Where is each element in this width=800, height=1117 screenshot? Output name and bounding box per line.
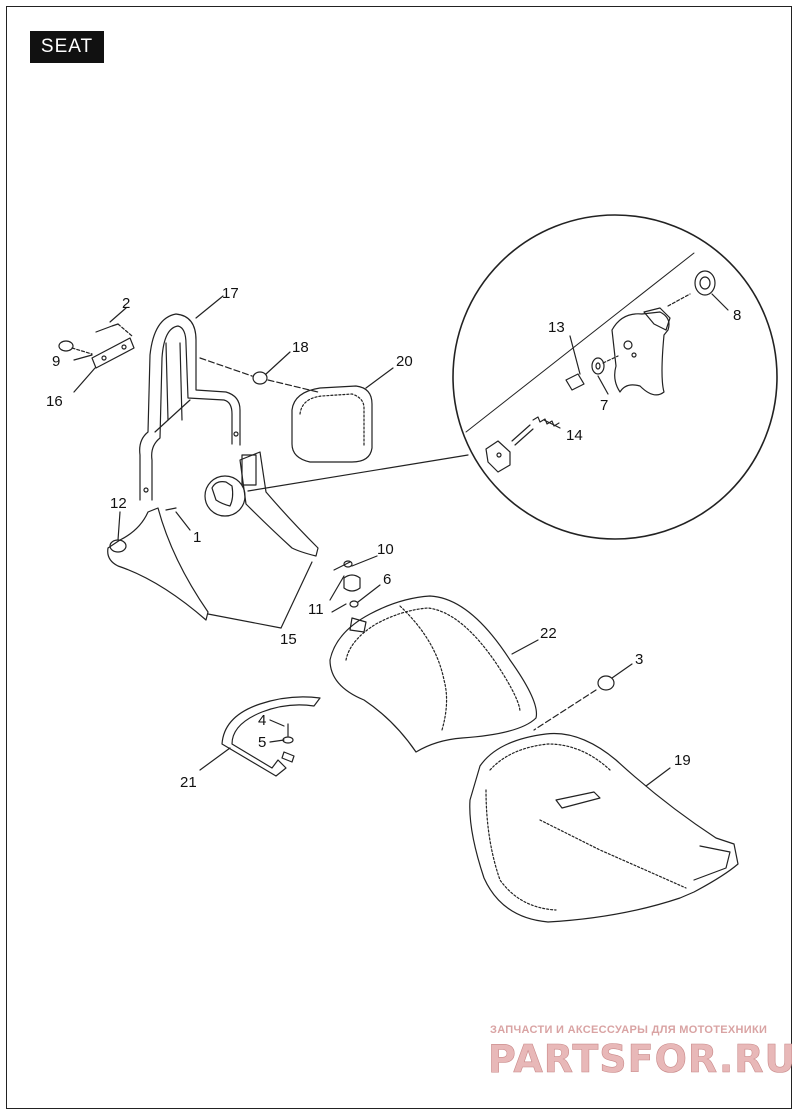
screw-1 — [165, 507, 177, 511]
detail-washer — [591, 357, 605, 375]
callout-1: 1 — [193, 529, 201, 546]
detail-bushing — [565, 373, 585, 391]
callout-6: 6 — [383, 571, 391, 588]
callout-19: 19 — [674, 752, 691, 769]
passenger-pillion — [329, 595, 538, 753]
callout-5: 5 — [258, 734, 266, 751]
grommet-11 — [343, 574, 361, 592]
callout-21: 21 — [180, 774, 197, 791]
bushing-18 — [252, 371, 268, 385]
detail-leader-line — [247, 454, 469, 492]
latch-detail-circle — [204, 475, 246, 517]
detail-latch-cam — [611, 311, 670, 396]
callout-10: 10 — [377, 541, 394, 558]
callout-11: 11 — [308, 601, 324, 618]
detail-magnifier-circle — [452, 214, 778, 540]
callout-3: 3 — [635, 651, 643, 668]
side-plate-right — [239, 451, 319, 557]
watermark-logo: PARTSFOR.RU — [488, 1037, 792, 1082]
washer-9 — [58, 340, 74, 352]
side-plate-left — [107, 507, 209, 621]
bolt-2 — [95, 323, 119, 333]
callout-9: 9 — [52, 353, 60, 370]
rider-seat — [469, 732, 739, 923]
callout-22: 22 — [540, 625, 557, 642]
detail-bracket — [485, 440, 511, 473]
callout-20: 20 — [396, 353, 413, 370]
callout-4: 4 — [258, 712, 266, 729]
watermark-logo-text: PARTSFOR.RU — [488, 1037, 792, 1081]
backrest-pad — [291, 385, 373, 463]
seat-emblem — [555, 791, 601, 809]
seat-strap — [221, 696, 321, 777]
callout-16: 16 — [46, 393, 63, 410]
side-plate-latch-bracket — [241, 454, 257, 486]
callout-17: 17 — [222, 285, 239, 302]
callout-2: 2 — [122, 295, 130, 312]
callout-18: 18 — [292, 339, 309, 356]
knob-3 — [597, 675, 615, 691]
washer-6 — [349, 600, 359, 608]
detail-screw — [667, 293, 691, 307]
mounting-bracket-16 — [91, 337, 135, 369]
detail-cut-line — [465, 252, 695, 433]
callout-7: 7 — [600, 397, 608, 414]
callout-13: 13 — [548, 319, 565, 336]
watermark-tagline: ЗАПЧАСТИ И АКСЕССУАРЫ ДЛЯ МОТОТЕХНИКИ — [490, 1024, 768, 1036]
section-title: SEAT — [30, 31, 104, 63]
detail-washer-8 — [694, 270, 716, 296]
callout-14: 14 — [566, 427, 583, 444]
callout-15: 15 — [280, 631, 297, 648]
callout-12: 12 — [110, 495, 127, 512]
detail-pin — [511, 424, 534, 446]
sissy-bar-upright — [139, 313, 241, 501]
page-frame — [6, 6, 792, 1109]
callout-8: 8 — [733, 307, 741, 324]
washer-10 — [343, 560, 353, 568]
